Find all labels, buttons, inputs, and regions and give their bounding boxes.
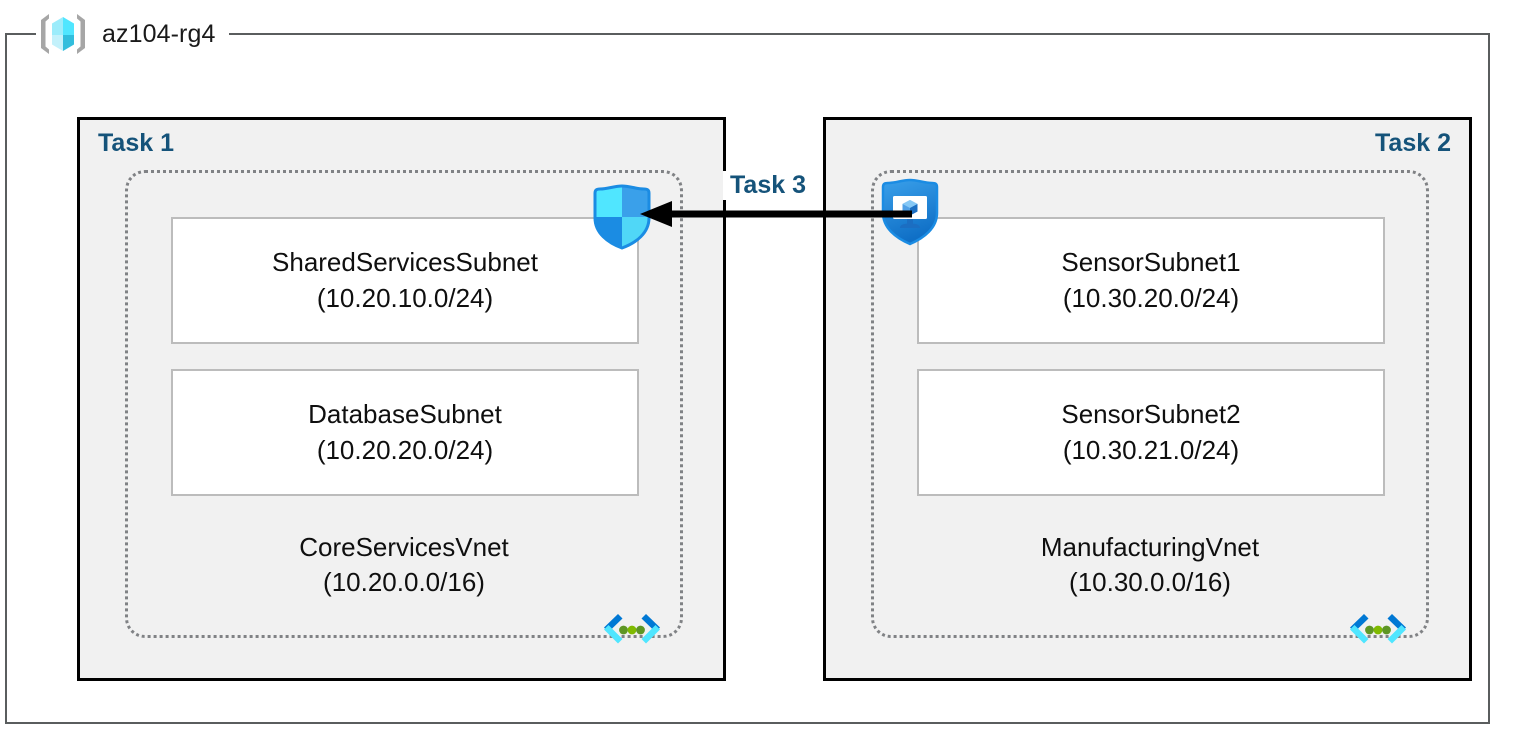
vnet-manufacturing: SensorSubnet1 (10.30.20.0/24) SensorSubn… bbox=[871, 170, 1429, 644]
task-3-label: Task 3 bbox=[723, 171, 813, 200]
resource-group-frame bbox=[5, 33, 1490, 724]
task-2-panel: Task 2 SensorSubnet1 (10.30.20.0/24) Sen… bbox=[823, 117, 1472, 681]
subnet-sensor-2: SensorSubnet2 (10.30.21.0/24) bbox=[917, 369, 1385, 496]
left-arrow-icon bbox=[636, 196, 912, 232]
vnet-cidr: (10.30.0.0/16) bbox=[1069, 567, 1231, 598]
network-security-group-shield-icon bbox=[591, 184, 653, 250]
subnet-sensor-1: SensorSubnet1 (10.30.20.0/24) bbox=[917, 217, 1385, 344]
resource-group-name: az104-rg4 bbox=[102, 19, 216, 48]
vnet-caption: ManufacturingVnet (10.30.0.0/16) bbox=[874, 530, 1426, 601]
subnet-cidr: (10.30.20.0/24) bbox=[1062, 282, 1240, 313]
vnet-cidr: (10.20.0.0/16) bbox=[323, 567, 485, 598]
subnet-name: SharedServicesSubnet bbox=[272, 247, 538, 278]
subnet-name: DatabaseSubnet bbox=[308, 399, 502, 430]
vnet-caption: CoreServicesVnet (10.20.0.0/16) bbox=[128, 530, 680, 601]
virtual-network-icon bbox=[1342, 609, 1414, 651]
task-1-label: Task 1 bbox=[98, 129, 174, 157]
task-2-label: Task 2 bbox=[1375, 129, 1451, 157]
subnet-cidr: (10.30.21.0/24) bbox=[1062, 434, 1240, 465]
azure-resource-group-cube-icon bbox=[36, 11, 90, 57]
vnet-name: ManufacturingVnet bbox=[1040, 532, 1260, 562]
subnet-cidr: (10.20.10.0/24) bbox=[316, 282, 494, 313]
subnet-name: SensorSubnet2 bbox=[1061, 399, 1241, 430]
resource-group-header: az104-rg4 bbox=[36, 11, 230, 57]
virtual-network-icon bbox=[596, 609, 668, 651]
task-1-panel: Task 1 SharedServicesSubnet (10.20.10.0/… bbox=[77, 117, 726, 681]
subnet-shared-services: SharedServicesSubnet (10.20.10.0/24) bbox=[171, 217, 639, 344]
subnet-database: DatabaseSubnet (10.20.20.0/24) bbox=[171, 369, 639, 496]
vnet-name: CoreServicesVnet bbox=[299, 532, 509, 562]
subnet-cidr: (10.20.20.0/24) bbox=[316, 434, 494, 465]
vnet-core-services: SharedServicesSubnet (10.20.10.0/24) Dat… bbox=[125, 170, 683, 644]
subnet-name: SensorSubnet1 bbox=[1061, 247, 1241, 278]
